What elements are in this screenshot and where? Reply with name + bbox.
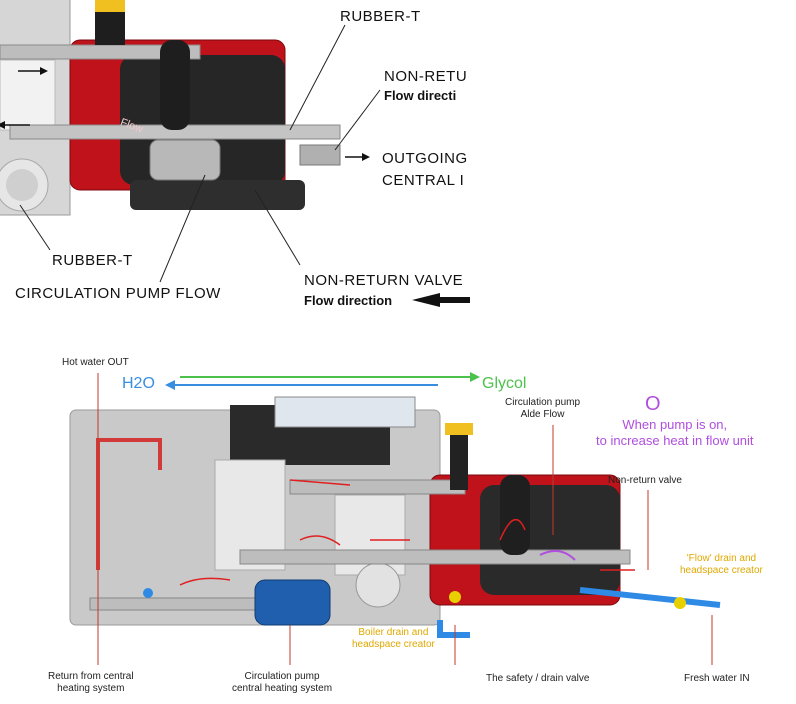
black-elbow — [500, 475, 530, 555]
yellow-cap — [95, 0, 125, 12]
label-non-return-valve-bottom: Non-return valve — [608, 475, 682, 486]
bottom-diagram-panel: Hot water OUT H2O Glycol Circulation pum… — [0, 335, 796, 704]
central-pump — [254, 579, 331, 626]
return-pipe — [89, 597, 281, 611]
vertical-riser — [450, 430, 468, 490]
label-circulation-pump-flow: CIRCULATION PUMP FLOW — [15, 285, 221, 302]
label-circ-pump-central: Circulation pump central heating system — [232, 671, 333, 694]
fresh-water-pipe — [579, 587, 721, 608]
black-elbow — [160, 40, 190, 130]
label-central: CENTRAL I — [382, 172, 465, 189]
label-rubber-t-top: RUBBER-T — [340, 8, 421, 25]
label-pump-note: When pump is on, to increase heat in flo… — [596, 417, 754, 448]
label-boiler-drain: Boiler drain and headspace creator — [352, 627, 435, 650]
label-circ-pump-alde: Circulation pump Alde Flow — [505, 397, 581, 420]
boiler-port-inner — [6, 169, 38, 201]
main-pipe — [239, 549, 631, 565]
boiler-port — [355, 562, 401, 608]
label-flow-direction-top: Flow directi — [384, 88, 457, 103]
yellow-valve-cap — [445, 423, 473, 435]
label-flow-direction: Flow direction — [304, 293, 393, 308]
label-rubber-t-bottom: RUBBER-T — [52, 252, 133, 269]
label-glycol: Glycol — [482, 375, 527, 392]
label-non-return-valve: NON-RETURN VALVE — [304, 272, 464, 289]
bottom-illustration — [69, 372, 721, 665]
flow-unit-base — [130, 180, 305, 210]
label-h2o: H2O — [122, 375, 155, 392]
top-illustration — [0, 0, 470, 307]
outlet-nozzle — [299, 144, 341, 166]
label-non-return-top: NON-RETU — [384, 68, 468, 85]
label-safety-drain: The safety / drain valve — [486, 673, 590, 684]
label-outgoing: OUTGOING — [382, 150, 468, 167]
circulation-pump-body — [149, 139, 221, 181]
label-fresh-water-in: Fresh water IN — [684, 673, 750, 684]
label-return-central: Return from central heating system — [48, 671, 134, 694]
label-flow-drain: 'Flow' drain and headspace creator — [680, 553, 763, 576]
top-diagram-panel: Flow RUBBER-T NON-RETU Flow directi OUTG… — [0, 0, 470, 325]
pump-symbol: O — [645, 393, 661, 415]
label-hot-water-out: Hot water OUT — [62, 357, 129, 368]
boiler-display — [274, 396, 416, 428]
